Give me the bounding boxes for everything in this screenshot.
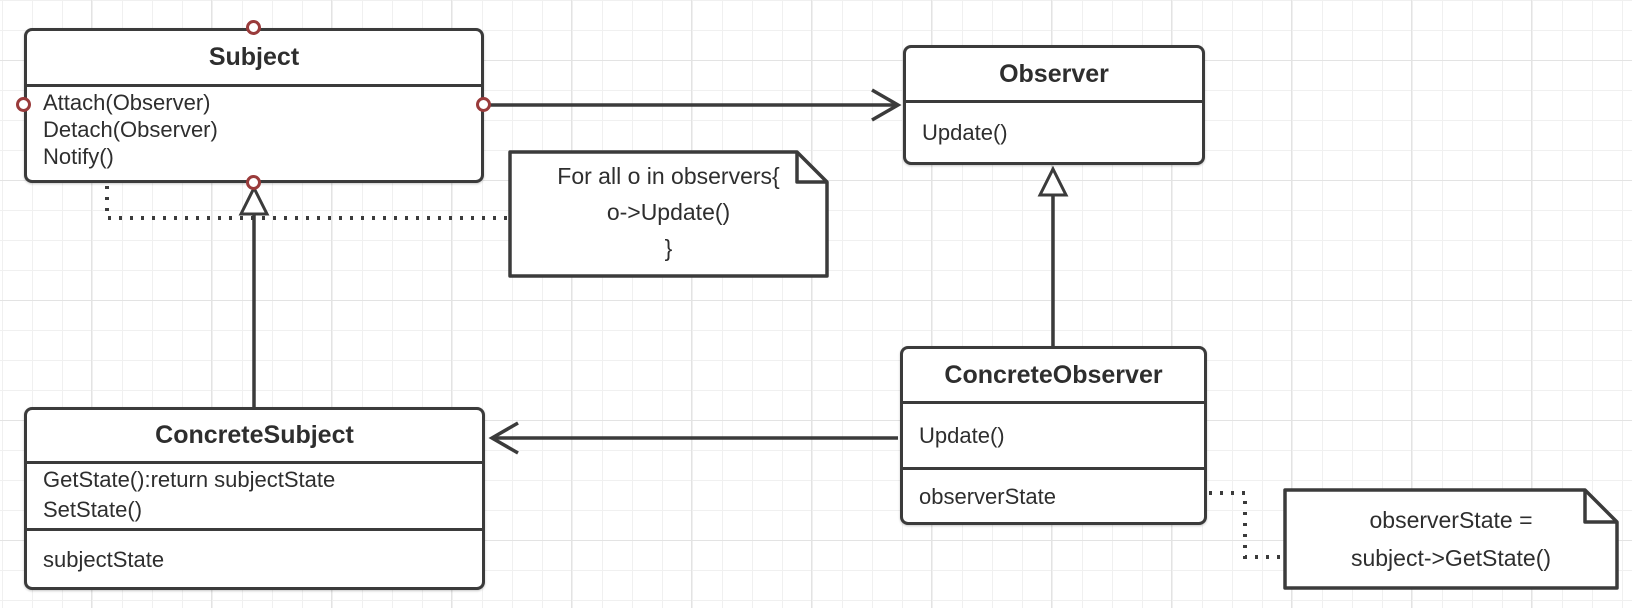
connection-handle-right[interactable] [476, 97, 491, 112]
class-concrete-subject-methods: GetState():return subjectState SetState(… [27, 464, 482, 528]
method-detach: Detach(Observer) [43, 117, 218, 142]
connection-handle-top[interactable] [246, 20, 261, 35]
class-observer[interactable]: Observer Update() [903, 45, 1205, 165]
class-subject[interactable]: Subject Attach(Observer) Detach(Observer… [24, 28, 484, 183]
class-concrete-observer-title: ConcreteObserver [903, 349, 1204, 404]
note-get-state-shape[interactable] [1283, 488, 1619, 590]
open-arrowhead-icon [871, 88, 902, 122]
method-setstate: SetState() [43, 497, 143, 522]
hollow-triangle-arrowhead-icon [238, 184, 270, 216]
class-concrete-subject[interactable]: ConcreteSubject GetState():return subjec… [24, 407, 485, 590]
class-concrete-subject-title: ConcreteSubject [27, 410, 482, 464]
note-connector-subject-to-note[interactable] [105, 186, 508, 220]
class-subject-title: Subject [27, 31, 481, 87]
note-line: For all o in observers{ [557, 163, 780, 189]
note-observers-loop-shape[interactable] [508, 150, 829, 278]
class-observer-title: Observer [906, 48, 1202, 103]
note-line: subject->GetState() [1350, 545, 1552, 571]
method-getstate: GetState():return subjectState [43, 467, 336, 492]
note-line: observerState = [1369, 507, 1533, 533]
inheritance-arrow-concrete-observer-to-observer[interactable] [1037, 165, 1069, 346]
connection-handle-bottom[interactable] [246, 175, 261, 190]
association-arrow-subject-to-observer[interactable] [486, 88, 902, 122]
method-attach: Attach(Observer) [43, 90, 211, 115]
hollow-triangle-arrowhead-icon [1037, 165, 1069, 197]
note-observers-loop[interactable]: For all o in observers{ o->Update() } [510, 152, 827, 276]
method-update: Update() [922, 120, 1008, 145]
attribute-observer-state: observerState [919, 483, 1056, 509]
class-concrete-subject-attributes: subjectState [27, 528, 482, 587]
class-concrete-observer[interactable]: ConcreteObserver Update() observerState [900, 346, 1207, 525]
attribute-subject-state: subjectState [43, 546, 165, 572]
method-update: Update() [919, 423, 1005, 448]
method-notify: Notify() [43, 144, 114, 169]
open-arrowhead-icon [488, 421, 519, 455]
class-subject-methods: Attach(Observer) Detach(Observer) Notify… [27, 87, 481, 170]
class-observer-methods: Update() [906, 103, 1202, 162]
connection-handle-left[interactable] [16, 97, 31, 112]
class-concrete-observer-methods: Update() [903, 404, 1204, 467]
note-line: o->Update() [606, 199, 731, 225]
association-arrow-concrete-observer-to-concrete-subject[interactable] [488, 421, 898, 455]
note-fold-icon [795, 152, 827, 184]
note-line: } [664, 235, 673, 261]
inheritance-arrow-concrete-subject-to-subject[interactable] [238, 184, 270, 407]
note-fold-icon [1583, 490, 1617, 524]
class-concrete-observer-attributes: observerState [903, 467, 1204, 522]
note-connector-concrete-observer-to-note[interactable] [1209, 491, 1283, 559]
note-get-state[interactable]: observerState = subject->GetState() [1285, 490, 1617, 588]
